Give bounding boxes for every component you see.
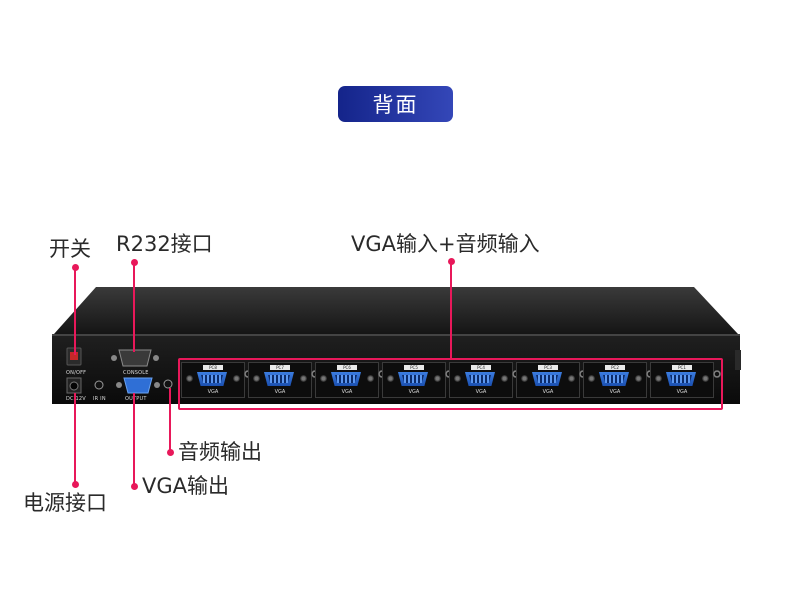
vga-input-port: PC8 VGA (181, 362, 245, 398)
vga-connector-icon (465, 372, 495, 386)
power-callout-dot (72, 481, 79, 488)
vga-out-callout-line (133, 393, 135, 486)
vga-input-callout-line (450, 261, 452, 358)
vga-connector-icon (532, 372, 562, 386)
audio-output-jack (163, 379, 173, 389)
vga-input-port: PC5 VGA (382, 362, 446, 398)
vga-connector-icon (264, 372, 294, 386)
port-tag: PC2 (605, 365, 625, 370)
port-tag: PC6 (337, 365, 357, 370)
vga-connector-icon (197, 372, 227, 386)
switch-label: 开关 (49, 237, 91, 261)
audio-input-jack (713, 370, 721, 378)
vga-input-port: PC3 VGA (516, 362, 580, 398)
device-top-surface (54, 287, 738, 334)
console-label: CONSOLE (123, 370, 149, 376)
vga-input-port: PC7 VGA (248, 362, 312, 398)
vga-text: VGA (676, 389, 688, 395)
vga-input-port: PC1 VGA (650, 362, 714, 398)
vga-text: VGA (207, 389, 219, 395)
vga-output-port (123, 377, 153, 394)
port-tag: PC5 (404, 365, 424, 370)
vga-text: VGA (609, 389, 621, 395)
audio-output-label: 音频输出 (178, 440, 262, 464)
switch-callout-line (74, 267, 76, 355)
audio-out-callout-dot (167, 449, 174, 456)
port-tag: PC8 (203, 365, 223, 370)
ir-in-jack (94, 380, 104, 390)
port-tag: PC7 (270, 365, 290, 370)
vga-out-callout-dot (131, 483, 138, 490)
power-label: 电源接口 (23, 491, 107, 515)
vga-connector-icon (398, 372, 428, 386)
port-tag: PC4 (471, 365, 491, 370)
rs232-callout-line (133, 262, 135, 352)
audio-out-callout-line (169, 388, 171, 452)
title-badge: 背面 (338, 86, 453, 122)
console-port (118, 349, 152, 367)
vga-connector-icon (666, 372, 696, 386)
title-badge-text: 背面 (372, 93, 419, 117)
vga-connector-icon (331, 372, 361, 386)
rs232-label: R232接口 (116, 232, 213, 256)
vga-text: VGA (408, 389, 420, 395)
vga-input-port: PC6 VGA (315, 362, 379, 398)
vga-input-port: PC2 VGA (583, 362, 647, 398)
vga-input-highlight (178, 358, 723, 410)
vga-text: VGA (341, 389, 353, 395)
ir-in-label: IR IN (93, 396, 106, 402)
vga-text: VGA (274, 389, 286, 395)
vga-audio-input-label: VGA输入+音频输入 (351, 232, 540, 256)
vga-output-label: VGA输出 (142, 474, 230, 498)
power-callout-line (74, 393, 76, 483)
output-label: OUTPUT (125, 396, 147, 402)
vga-text: VGA (475, 389, 487, 395)
vga-connector-icon (599, 372, 629, 386)
vga-text: VGA (542, 389, 554, 395)
port-tag: PC1 (672, 365, 692, 370)
vga-input-row: PC8 VGA PC7 VGA PC6 VGA PC5 VGA PC4 VGA … (181, 362, 721, 406)
vga-input-port: PC4 VGA (449, 362, 513, 398)
port-tag: PC3 (538, 365, 558, 370)
on-off-label: ON/OFF (66, 370, 87, 376)
